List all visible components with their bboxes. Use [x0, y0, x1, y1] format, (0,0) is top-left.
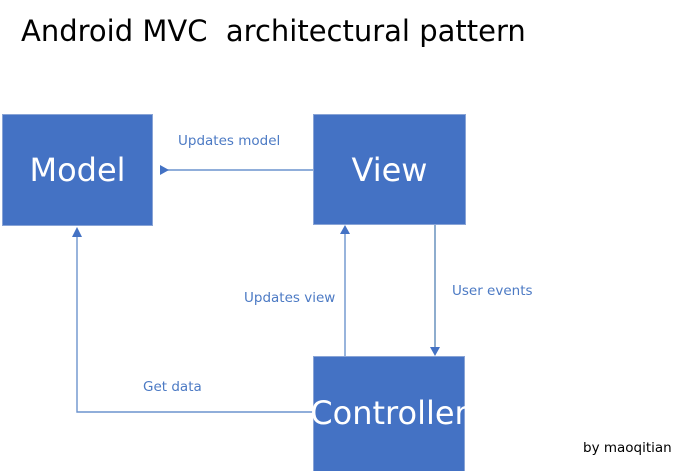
connector-controller-to-view	[340, 225, 350, 356]
node-view[interactable]: View	[313, 114, 466, 225]
node-controller-label: Controller	[310, 394, 468, 432]
node-view-label: View	[351, 150, 428, 189]
edge-label-user-events: User events	[452, 283, 533, 299]
page-title: Android MVC architectural pattern	[21, 14, 526, 48]
connector-view-to-controller	[430, 225, 440, 356]
edge-label-updates-view: Updates view	[244, 290, 336, 306]
attribution-text: by maoqitian	[583, 440, 672, 456]
node-model-label: Model	[29, 151, 126, 189]
node-model[interactable]: Model	[2, 114, 153, 226]
node-controller[interactable]: Controller	[310, 356, 468, 471]
edge-label-updates-model: Updates model	[178, 133, 281, 149]
edge-label-get-data: Get data	[143, 379, 202, 395]
